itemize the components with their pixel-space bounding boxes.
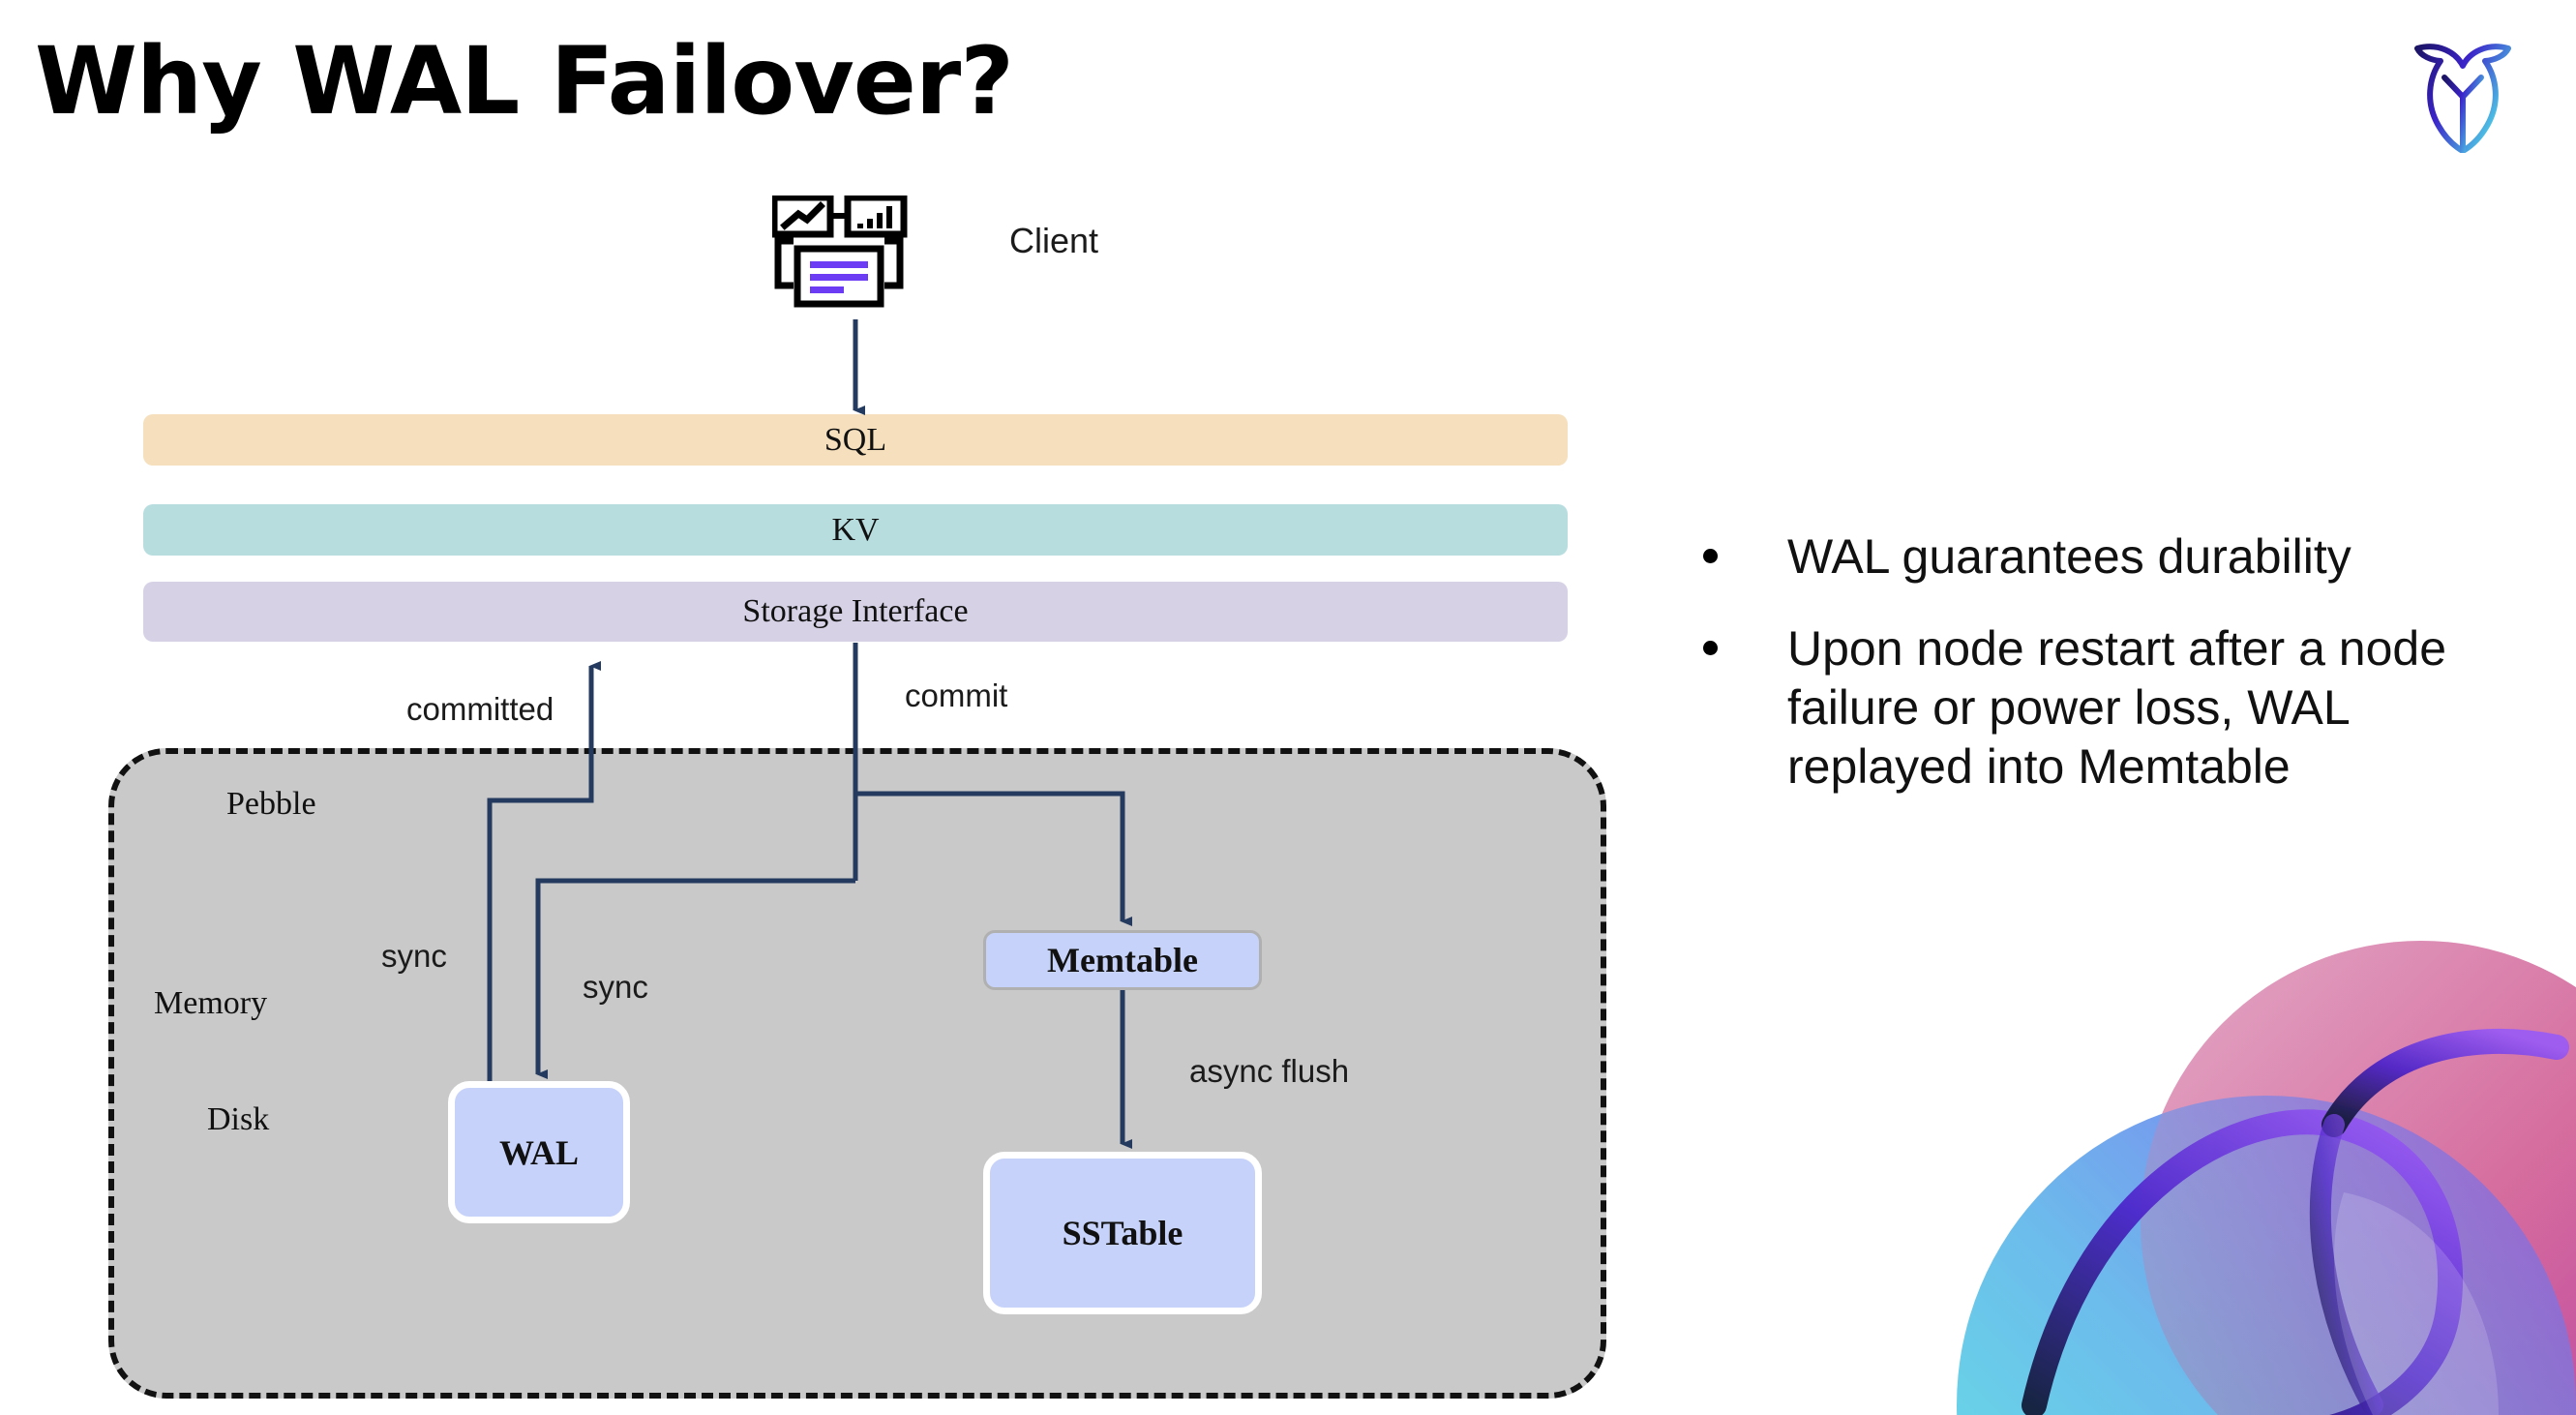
list-item: Upon node restart after a node failure o… [1703, 619, 2535, 797]
layer-bar-sql-label: SQL [824, 421, 887, 458]
bullet-list: WAL guarantees durability Upon node rest… [1703, 527, 2535, 829]
edge-label-sync-2: sync [583, 969, 648, 1005]
node-sstable-label: SSTable [1062, 1214, 1183, 1252]
memory-label: Memory [154, 985, 268, 1021]
node-wal-label: WAL [498, 1132, 580, 1172]
client-dashboard-icon [770, 194, 927, 321]
node-memtable-label: Memtable [1047, 941, 1198, 979]
layer-bar-storage-interface-label: Storage Interface [742, 593, 969, 629]
client-label: Client [1009, 221, 1099, 260]
edge-label-commit: commit [905, 677, 1008, 713]
cockroach-labs-logo-icon [2410, 37, 2516, 154]
node-memtable: Memtable [983, 930, 1262, 990]
page-title: Why WAL Failover? [35, 27, 1014, 135]
edge-label-async-flush: async flush [1189, 1053, 1350, 1089]
disk-label: Disk [207, 1101, 270, 1137]
node-wal: WAL [448, 1081, 630, 1223]
layer-bar-sql: SQL [143, 414, 1568, 466]
edge-label-committed: committed [406, 691, 554, 727]
list-item: WAL guarantees durability [1703, 527, 2535, 587]
pebble-label: Pebble [226, 786, 316, 822]
decorative-circles-logo-graphic [1918, 902, 2576, 1415]
layer-bar-storage-interface: Storage Interface [143, 582, 1568, 642]
layer-bar-kv: KV [143, 504, 1568, 556]
bullet-text: WAL guarantees durability [1787, 529, 2351, 584]
bullet-dot-icon [1703, 549, 1718, 563]
edge-label-sync-1: sync [381, 938, 447, 974]
pebble-container [108, 748, 1606, 1399]
layer-bar-kv-label: KV [831, 511, 880, 548]
bullet-dot-icon [1703, 641, 1718, 655]
node-sstable: SSTable [983, 1152, 1262, 1314]
bullet-text: Upon node restart after a node failure o… [1787, 621, 2447, 794]
